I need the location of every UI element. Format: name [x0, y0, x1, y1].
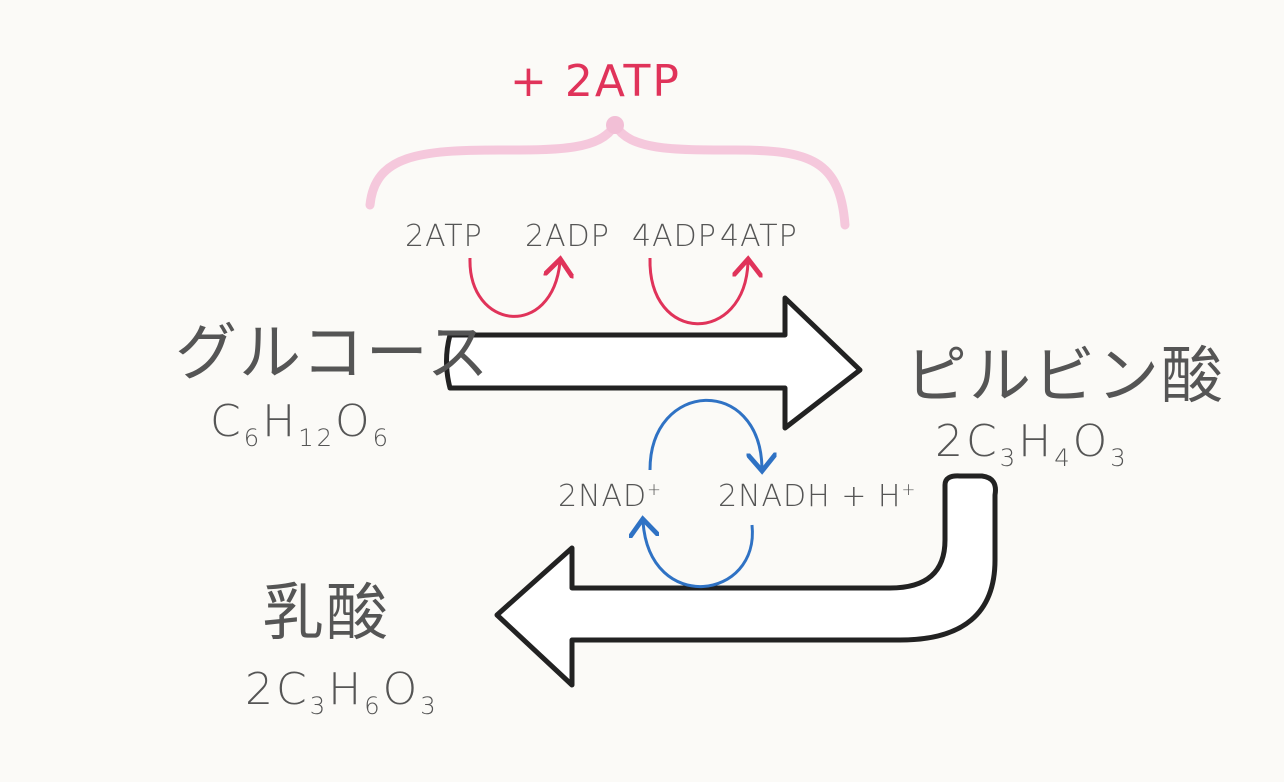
- nadh-to-nad-arrow: [643, 522, 754, 589]
- nad-to-nadh-arrow: [648, 398, 762, 470]
- glycolysis-arrow: [444, 295, 863, 431]
- net-atp-label: + 2ATP: [510, 56, 681, 107]
- nadh-label: 2NADH + H+: [718, 479, 917, 514]
- pink-brace: [365, 116, 850, 230]
- glucose-formula: C6H12O6: [210, 396, 392, 452]
- lactate-formula: 2C3H6O3: [245, 664, 439, 720]
- adp-input-label: 4ADP: [632, 219, 717, 254]
- lactate-name: 乳酸: [262, 576, 391, 649]
- atp-output-label: 4ATP: [720, 219, 798, 254]
- adp-output-label: 2ADP: [525, 219, 610, 254]
- nad-label: 2NAD+: [558, 479, 662, 514]
- pyruvate-name: ピルビン酸: [905, 339, 1226, 412]
- glucose-name: グルコース: [175, 316, 491, 389]
- fermentation-arrow: [494, 473, 998, 688]
- atp-input-label: 2ATP: [405, 219, 483, 254]
- pyruvate-formula: 2C3H4O3: [935, 416, 1129, 472]
- brace-apex-dot: [606, 116, 624, 134]
- atp-to-adp-arrow: [468, 258, 560, 318]
- adp-to-atp-arrow: [648, 258, 748, 326]
